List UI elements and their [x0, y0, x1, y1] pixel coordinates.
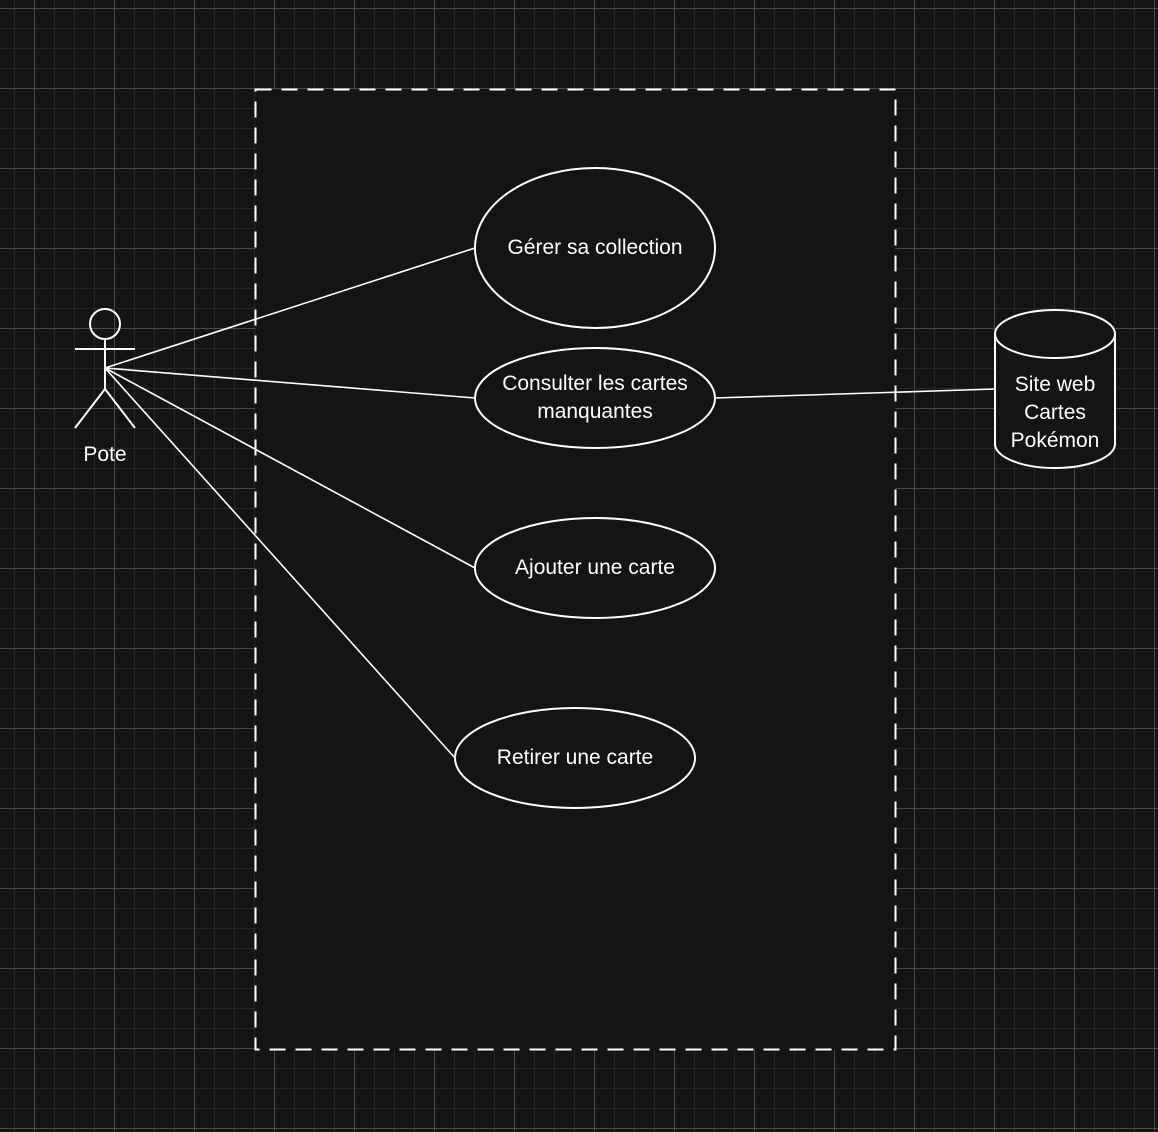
use-case-label: Ajouter une carte	[515, 556, 675, 579]
use-case-ajouter[interactable]	[474, 517, 716, 619]
use-case-label: Gérer sa collection	[507, 236, 683, 259]
association-gerer[interactable]	[104, 247, 476, 369]
association-retirer[interactable]	[104, 367, 456, 759]
use-case-retirer[interactable]	[454, 707, 696, 809]
association-consulter[interactable]	[104, 367, 476, 399]
actor-figure[interactable]	[74, 308, 136, 429]
use-case-gerer[interactable]	[474, 167, 716, 329]
association-ajouter[interactable]	[104, 367, 476, 569]
association-site-web[interactable]	[714, 388, 996, 399]
use-case-label: Consulter les cartes manquantes	[502, 372, 688, 423]
actor-label: Pote	[83, 443, 127, 466]
use-case-consulter[interactable]	[474, 347, 716, 449]
use-case-label: Retirer une carte	[496, 746, 654, 769]
database-icon[interactable]	[994, 309, 1116, 469]
external-system-label: Site web Cartes Pokémon	[1010, 373, 1100, 452]
